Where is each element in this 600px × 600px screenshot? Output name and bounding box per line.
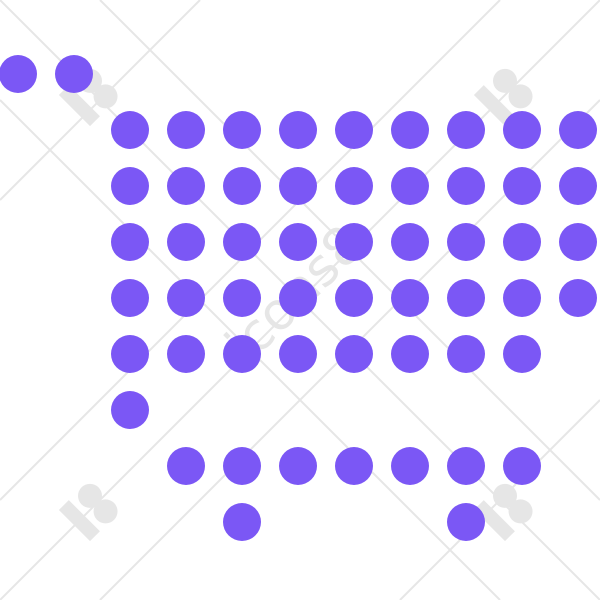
cart-dot: [503, 167, 541, 205]
cart-dot: [279, 447, 317, 485]
cart-dot: [335, 223, 373, 261]
cart-dot: [503, 111, 541, 149]
cart-dot: [279, 279, 317, 317]
cart-dot: [335, 279, 373, 317]
cart-dot: [111, 167, 149, 205]
cart-dot: [223, 279, 261, 317]
cart-dot: [559, 223, 597, 261]
cart-dot: [335, 335, 373, 373]
cart-dot: [223, 111, 261, 149]
cart-dot: [279, 167, 317, 205]
cart-dot: [391, 223, 429, 261]
cart-dot: [447, 167, 485, 205]
cart-dot: [447, 111, 485, 149]
cart-dot: [559, 167, 597, 205]
cart-dot: [0, 55, 37, 93]
cart-dot: [503, 447, 541, 485]
cart-dot: [391, 167, 429, 205]
cart-dot: [223, 167, 261, 205]
cart-dot: [447, 223, 485, 261]
cart-dot: [391, 279, 429, 317]
cart-dot: [335, 111, 373, 149]
cart-dot: [55, 55, 93, 93]
cart-dot: [167, 223, 205, 261]
cart-dot: [223, 447, 261, 485]
cart-dot: [279, 111, 317, 149]
cart-dot: [223, 503, 261, 541]
cart-dot: [223, 223, 261, 261]
cart-dot: [111, 223, 149, 261]
cart-dot: [391, 335, 429, 373]
cart-dot: [447, 447, 485, 485]
watermark-logo: [473, 68, 533, 127]
cart-dot: [391, 111, 429, 149]
cart-dot: [447, 503, 485, 541]
cart-dot: [447, 279, 485, 317]
cart-dot: [447, 335, 485, 373]
cart-dot: [167, 335, 205, 373]
cart-dot: [111, 335, 149, 373]
cart-dot: [167, 279, 205, 317]
cart-dot: [391, 447, 429, 485]
cart-dot: [503, 335, 541, 373]
cart-dot: [559, 111, 597, 149]
cart-dot: [223, 335, 261, 373]
cart-dot: [279, 223, 317, 261]
cart-dot: [111, 279, 149, 317]
cart-dot: [111, 391, 149, 429]
cart-dot: [279, 335, 317, 373]
watermark-logo: [473, 483, 533, 542]
watermark-logo: [58, 483, 118, 542]
cart-dot: [111, 111, 149, 149]
cart-dot: [167, 167, 205, 205]
cart-dot: [503, 279, 541, 317]
cart-dot: [167, 447, 205, 485]
cart-dot: [559, 279, 597, 317]
cart-dot: [335, 447, 373, 485]
cart-dot: [335, 167, 373, 205]
cart-dot: [167, 111, 205, 149]
cart-dot: [503, 223, 541, 261]
